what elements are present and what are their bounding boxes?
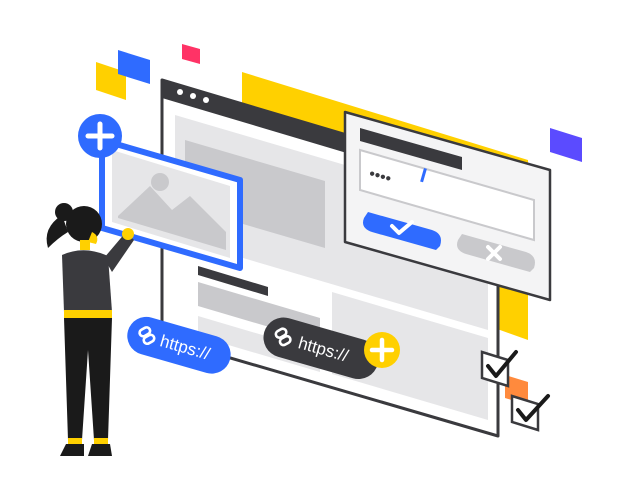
image-card[interactable] — [99, 137, 243, 271]
content-text-bar — [198, 266, 268, 296]
password-dialog: •••• — [343, 110, 552, 302]
password-field[interactable] — [359, 148, 535, 242]
content-block-3 — [332, 292, 488, 420]
purple-square-right — [550, 128, 582, 162]
woman-figure — [46, 203, 134, 456]
window-dot-3 — [203, 97, 209, 103]
add-link-badge[interactable] — [364, 332, 400, 368]
raised-arm — [104, 232, 134, 272]
window-dot-1 — [177, 89, 183, 95]
waist — [64, 310, 112, 318]
cancel-button[interactable] — [457, 234, 535, 272]
plus-icon — [85, 121, 115, 151]
link-icon — [138, 326, 156, 346]
right-ankle — [94, 438, 108, 444]
pink-square-top — [182, 44, 200, 64]
mountain-shape — [118, 186, 226, 250]
password-mask: •••• — [367, 166, 393, 189]
hand — [122, 228, 134, 240]
window-dot-2 — [190, 93, 196, 99]
link-icon — [274, 327, 292, 347]
close-icon — [486, 245, 502, 261]
hair-ponytail — [46, 215, 68, 248]
link-pill-dark[interactable]: https:// — [259, 313, 383, 384]
confirm-button[interactable] — [363, 212, 441, 250]
neck — [80, 240, 90, 250]
right-shoe — [88, 444, 112, 456]
checkbox-1[interactable] — [480, 350, 518, 388]
trousers — [64, 318, 112, 440]
checkmark-icon — [486, 350, 518, 378]
check-icon — [390, 220, 414, 235]
checkbox-2[interactable] — [510, 394, 550, 432]
dialog-title-bar — [360, 128, 462, 170]
left-shoe — [60, 444, 84, 456]
link-pill-blue[interactable]: https:// — [123, 312, 235, 378]
content-block-1 — [185, 140, 325, 248]
torso-shirt — [62, 250, 112, 312]
text-cursor — [420, 167, 427, 183]
hair-bun — [55, 203, 73, 221]
checkmark-icon — [516, 394, 550, 422]
add-image-badge[interactable] — [78, 114, 122, 158]
plus-icon — [369, 337, 395, 363]
ear — [88, 232, 98, 244]
sun-shape — [151, 173, 169, 191]
left-ankle — [68, 438, 82, 444]
blue-square-top-left — [118, 50, 150, 84]
decorative-shapes — [96, 44, 582, 405]
